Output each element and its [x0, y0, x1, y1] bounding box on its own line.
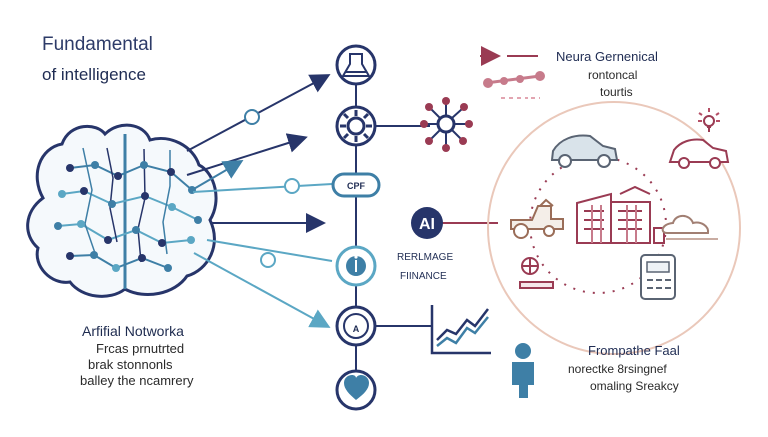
info-line-1: RERLMAGE	[397, 252, 453, 263]
weather-icon	[661, 214, 718, 240]
cpf-badge-icon: CPF	[331, 172, 381, 198]
lightbulb-icon	[698, 108, 720, 132]
title-group: Fundamental of intelligence	[42, 34, 153, 84]
building-icon	[576, 185, 665, 244]
left-line-3: balley the ncamrery	[80, 373, 194, 388]
flask-icon	[335, 44, 377, 86]
title-line-1: Fundamental	[42, 34, 153, 55]
left-heading: Arfifial Notworka	[82, 323, 184, 339]
heart-icon	[335, 369, 377, 411]
cpf-label: CPF	[347, 181, 366, 191]
car-icon	[668, 138, 730, 169]
bottom-right-line-1: norectke 8rsingnef	[568, 362, 667, 376]
top-right-line-2: rontoncal	[588, 68, 637, 82]
a-badge-icon: A	[335, 305, 377, 347]
connector-icon	[519, 257, 554, 289]
bottom-right-text-block: Frompathe Faal norectke 8rsingnef omalin…	[568, 343, 680, 393]
tractor-icon	[510, 198, 564, 239]
gear-icon	[335, 105, 377, 147]
top-right-line-3: tourtis	[600, 85, 633, 99]
left-line-2: brak stonnonls	[88, 357, 173, 372]
bottom-right-line-2: omaling Sreakcy	[590, 379, 679, 393]
network-icon	[420, 97, 473, 152]
info-line-2: FIINANCE	[400, 271, 447, 282]
person-icon	[512, 343, 534, 398]
ai-badge-icon: AI	[411, 207, 443, 239]
car-icon	[550, 134, 619, 168]
brain-icon	[26, 123, 218, 298]
small-node-dots	[244, 109, 300, 268]
left-line-1: Frcas prnutrted	[96, 341, 184, 356]
middle-info-block: RERLMAGE FIINANCE	[397, 252, 453, 282]
right-ecosystem	[487, 101, 741, 355]
calculator-icon	[640, 254, 676, 300]
left-text-block: Arfifial Notworka Frcas prnutrted brak s…	[80, 323, 194, 388]
top-right-line-1: Neura Gernenical	[556, 49, 658, 64]
ai-label: AI	[419, 216, 435, 233]
bottom-right-heading: Frompathe Faal	[588, 343, 680, 358]
line-chart-icon	[430, 305, 491, 355]
title-line-2: of intelligence	[42, 65, 146, 84]
info-badge-icon	[335, 245, 377, 287]
a-label: A	[353, 324, 360, 334]
top-right-legend: Neura Gernenical rontoncal tourtis	[480, 46, 658, 99]
